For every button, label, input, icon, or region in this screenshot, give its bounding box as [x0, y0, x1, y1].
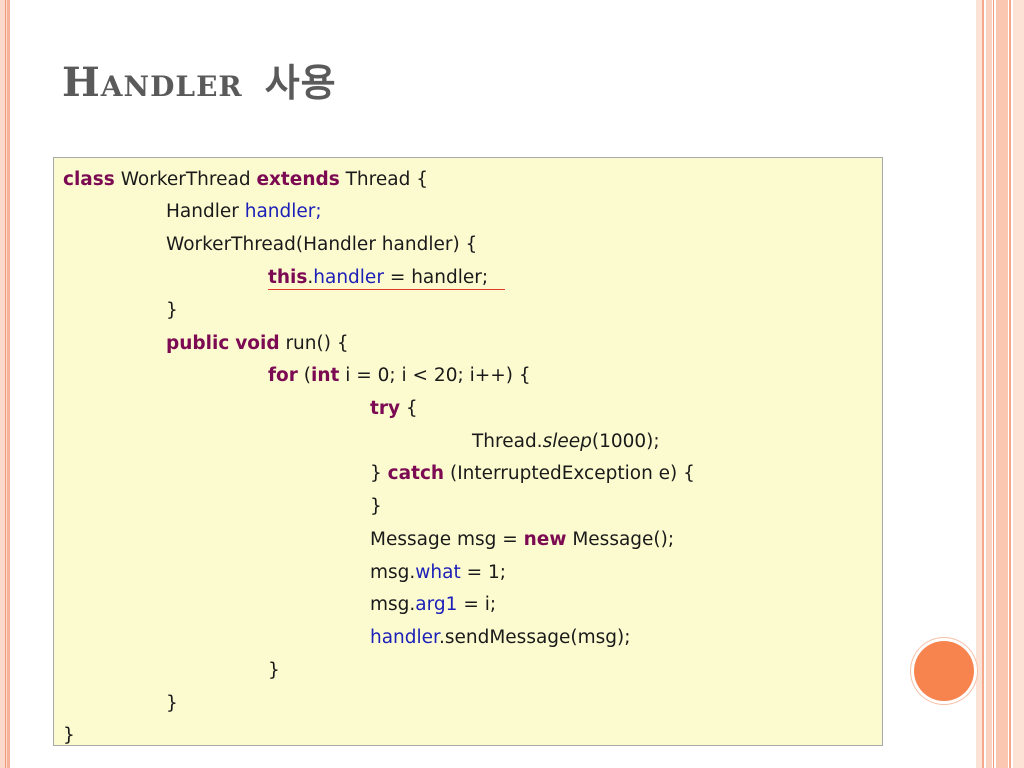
code-text: Thread { [339, 169, 428, 190]
field-name: handler; [244, 201, 322, 222]
code-text: { [400, 398, 418, 419]
code-line-17: } [166, 689, 178, 719]
code-text: (InterruptedException e) { [444, 463, 695, 484]
code-text: } [63, 725, 75, 746]
keyword: for [268, 365, 298, 386]
code-text: msg. [370, 562, 416, 583]
code-line-14: msg.arg1 = i; [370, 590, 496, 620]
left-border-decoration [0, 0, 10, 768]
method-name: sleep [542, 431, 592, 452]
code-text: } [166, 693, 178, 714]
code-line-10: } catch (InterruptedException e) { [370, 459, 695, 489]
code-text: run() { [279, 333, 349, 354]
code-text: .sendMessage(msg); [438, 627, 631, 648]
code-text: ( [297, 365, 311, 386]
code-line-8: try { [370, 394, 418, 424]
code-line-15: handler.sendMessage(msg); [370, 623, 631, 653]
code-text: = 1; [460, 562, 507, 583]
code-line-12: Message msg = new Message(); [370, 525, 674, 555]
orange-circle-decoration [914, 641, 974, 701]
code-line-4: this.handler = handler; [268, 263, 488, 293]
code-text: } [370, 496, 382, 517]
code-line-18: } [63, 721, 75, 751]
code-line-9: Thread.sleep(1000); [472, 427, 660, 457]
code-line-13: msg.what = 1; [370, 558, 506, 588]
code-text: . [307, 267, 314, 288]
code-text: i = 0; i < 20; i++) { [339, 365, 531, 386]
right-stripe-decoration [976, 0, 1024, 768]
keyword: this [268, 267, 308, 288]
field-name: what [415, 562, 461, 583]
code-line-16: } [268, 656, 280, 686]
field-name: handler [313, 267, 384, 288]
code-text: Handler [166, 201, 245, 222]
keyword: int [311, 365, 340, 386]
code-text: } [268, 660, 280, 681]
code-text: WorkerThread [114, 169, 257, 190]
code-text: Message(); [566, 529, 675, 550]
keyword: public [166, 333, 230, 354]
code-line-11: } [370, 492, 382, 522]
code-line-1: class WorkerThread extends Thread { [63, 165, 428, 195]
keyword: try [370, 398, 401, 419]
slide-title: Handler 사용 [62, 52, 337, 107]
code-text: } [370, 463, 388, 484]
code-block: class WorkerThread extends Thread { Hand… [53, 157, 883, 746]
field-name: handler [370, 627, 439, 648]
code-line-7: for (int i = 0; i < 20; i++) { [268, 361, 531, 391]
underline-highlight [268, 289, 505, 290]
slide-title-text: Handler [62, 59, 243, 106]
code-line-2: Handler handler; [166, 197, 322, 227]
keyword: class [63, 169, 115, 190]
field-name: arg1 [415, 594, 458, 615]
code-text: } [166, 300, 178, 321]
code-line-3: WorkerThread(Handler handler) { [166, 230, 477, 260]
code-line-5: } [166, 296, 178, 326]
code-text: Message msg = [370, 529, 524, 550]
code-text: = handler; [383, 267, 489, 288]
keyword: void [235, 333, 280, 354]
code-text: (1000); [591, 431, 660, 452]
code-text: Thread. [472, 431, 543, 452]
code-text: = i; [457, 594, 497, 615]
keyword: extends [256, 169, 340, 190]
keyword: new [523, 529, 567, 550]
code-line-6: public void run() { [166, 329, 349, 359]
code-text: msg. [370, 594, 416, 615]
keyword: catch [387, 463, 445, 484]
slide-title-korean: 사용 [264, 61, 337, 105]
code-text: WorkerThread(Handler handler) { [166, 234, 478, 255]
